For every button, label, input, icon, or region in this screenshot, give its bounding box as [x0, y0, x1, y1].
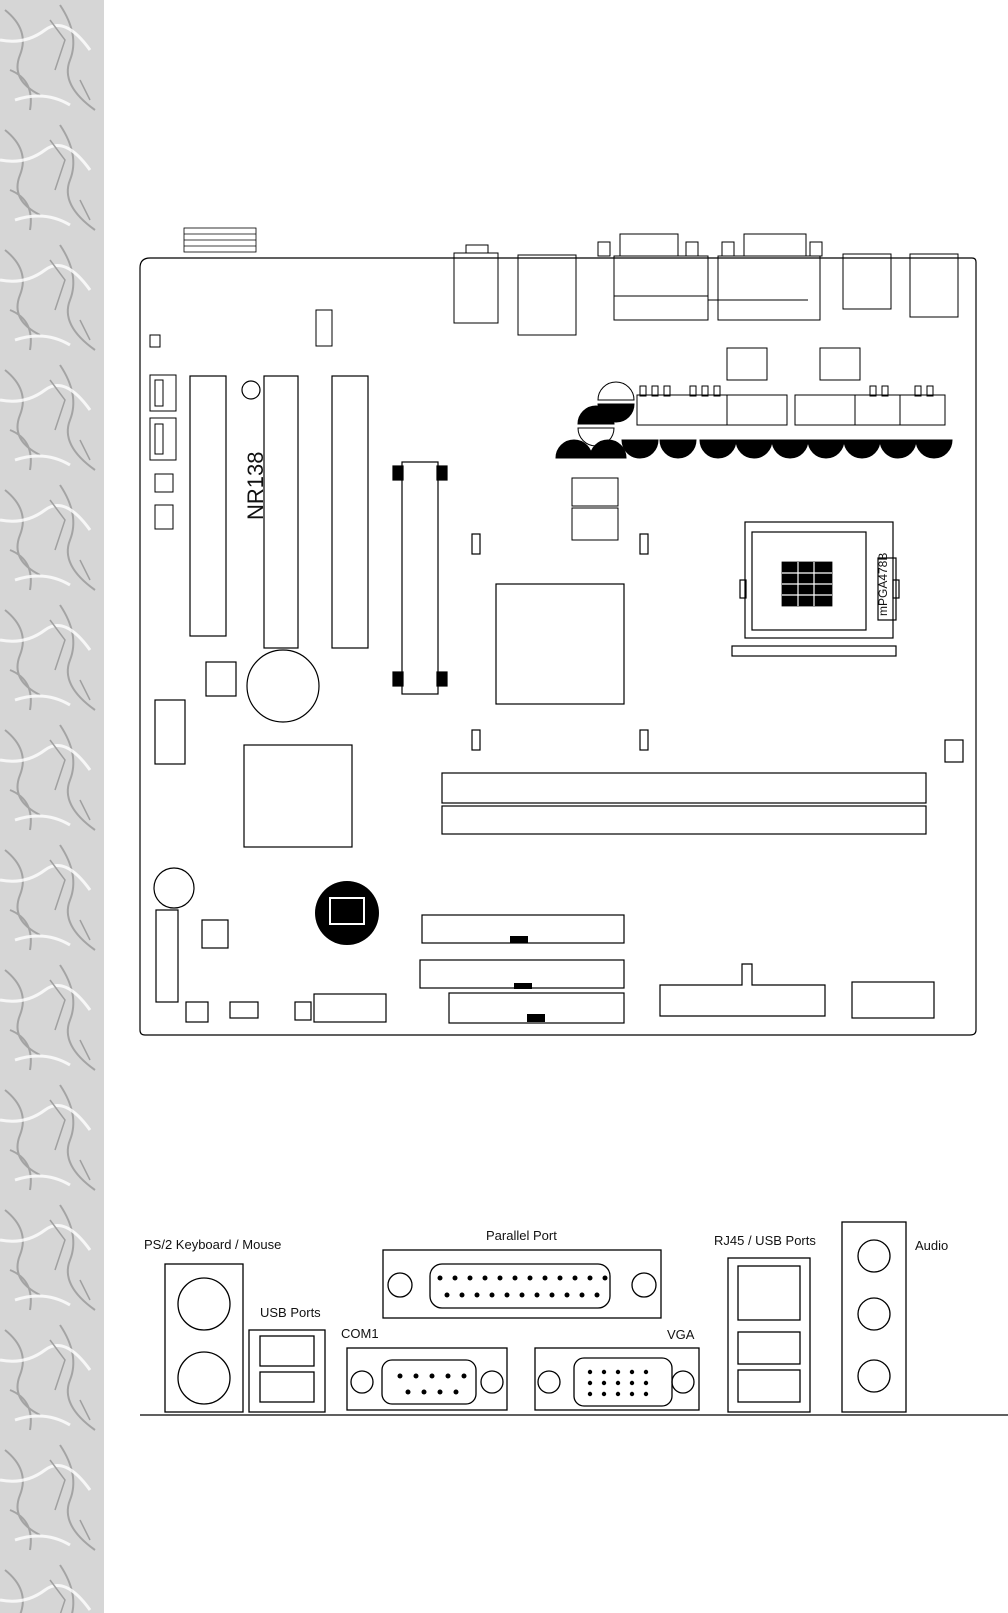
lower-components	[153, 867, 935, 1024]
io-pins	[397, 1275, 649, 1397]
board-model-label: NR138	[243, 451, 268, 520]
pci-slots	[189, 375, 369, 649]
info-block	[183, 227, 257, 253]
cpu-die-lines	[782, 562, 832, 606]
north-bridge	[471, 533, 649, 751]
battery-area	[154, 649, 964, 765]
marble-texture	[0, 0, 104, 1613]
usb-ports-label: USB Ports	[260, 1305, 321, 1320]
rj45-usb-label: RJ45 / USB Ports	[714, 1233, 816, 1248]
parallel-port-label: Parallel Port	[486, 1228, 557, 1243]
left-headers	[149, 309, 333, 530]
ps2-label: PS/2 Keyboard / Mouse	[144, 1237, 282, 1252]
bios-chip	[315, 881, 379, 945]
io-panel-drawing	[140, 1221, 1008, 1416]
rear-io-connectors	[453, 233, 959, 336]
cpu-socket	[731, 521, 900, 657]
south-bridge	[243, 744, 353, 848]
audio-label: Audio	[915, 1238, 949, 1253]
connector-keys	[510, 936, 545, 1022]
motherboard-outline	[139, 257, 977, 1036]
capacitors	[555, 347, 953, 541]
vga-label: VGA	[667, 1327, 695, 1342]
dimm-slots	[441, 772, 927, 835]
com1-label: COM1	[341, 1326, 379, 1341]
cpu-socket-label: mPGA478B	[876, 552, 890, 616]
agp-slot	[392, 461, 448, 695]
